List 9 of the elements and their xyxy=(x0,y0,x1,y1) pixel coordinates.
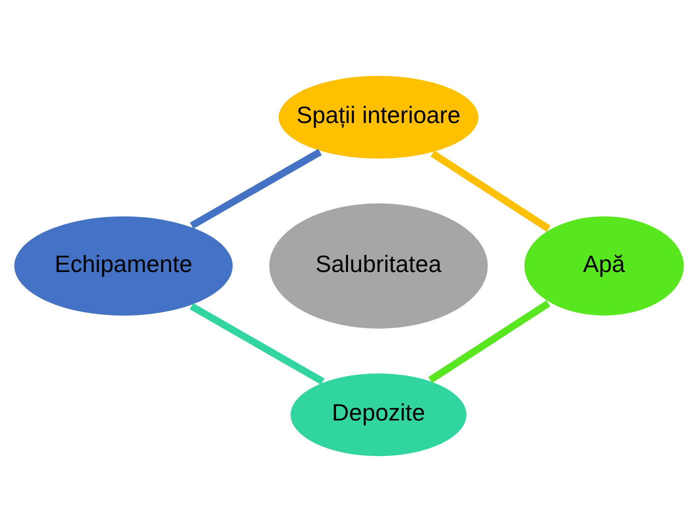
connector xyxy=(428,300,550,384)
node-ellipse: Echipamente xyxy=(12,214,236,318)
node-ellipse: Spații interioare xyxy=(276,74,481,161)
node-ellipse: Apă xyxy=(522,214,686,318)
connector xyxy=(190,148,322,229)
node-ellipse: Salubritatea xyxy=(266,201,490,331)
node-ellipse: Depozite xyxy=(288,371,469,458)
connector xyxy=(190,303,324,385)
connector xyxy=(430,150,550,232)
